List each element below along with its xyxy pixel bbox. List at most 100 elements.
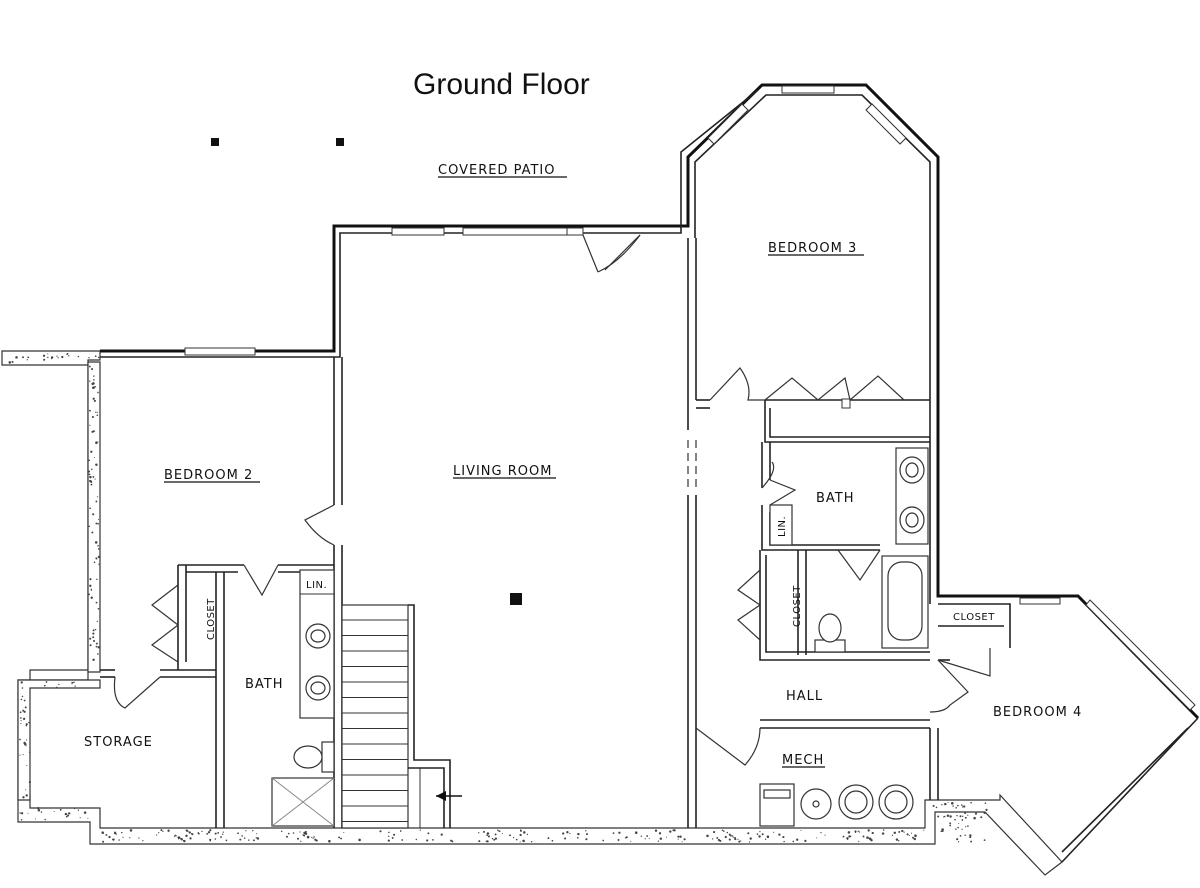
concrete-speck [22,356,24,359]
doors [113,234,991,766]
concrete-speck [901,829,904,833]
concrete-speck [961,828,963,831]
concrete-speck [723,830,725,832]
concrete-speck [657,840,660,842]
concrete-speck [941,804,943,806]
concrete-speck [895,838,899,841]
concrete-speck [721,829,724,832]
concrete-speck [87,817,89,819]
concrete-speck [679,835,682,838]
concrete-speck [940,830,943,833]
concrete-speck [483,830,485,833]
concrete-speck [21,687,24,689]
concrete-speck [89,637,92,640]
concrete-speck [956,838,959,841]
concrete-speck [94,628,97,631]
concrete-speck [88,470,91,473]
concrete-speck [486,840,489,843]
concrete-speck [98,563,100,565]
concrete-speck [949,815,952,818]
concrete-speck [95,500,98,503]
windows [184,85,1196,711]
concrete-speck [932,804,935,807]
concrete-speck [955,828,957,830]
concrete-speck [43,358,46,361]
concrete-speck [426,839,429,842]
concrete-speck [719,839,722,842]
concrete-speck [961,819,964,821]
patio-post [336,138,344,146]
concrete-speck [185,829,189,832]
concrete-speck [305,830,307,833]
concrete-speck [958,823,960,825]
concrete-speck [91,367,93,370]
concrete-speck [526,833,529,836]
concrete-speck [401,839,404,841]
concrete-speck [209,840,211,842]
concrete-speck [302,834,304,836]
concrete-speck [340,837,343,840]
concrete-speck [94,541,98,544]
concrete-speck [95,522,98,525]
concrete-speck [868,837,872,841]
concrete-speck [97,555,101,559]
concrete-speck [156,834,158,836]
concrete-speck [90,450,93,453]
concrete-speck [566,831,569,834]
concrete-speck [67,814,70,817]
concrete-speck [248,839,250,841]
concrete-speck [914,834,917,837]
concrete-speck [493,838,496,841]
concrete-speck [20,717,22,719]
concrete-speck [509,834,511,837]
concrete-speck [92,658,95,662]
concrete-speck [256,833,258,835]
concrete-speck [761,833,764,836]
concrete-speck [93,399,96,402]
concrete-speck [846,837,849,840]
concrete-speck [658,832,662,835]
concrete-speck [654,829,658,832]
concrete-speck [28,751,31,753]
concrete-speck [964,834,966,836]
concrete-speck [198,832,200,835]
label-storage: STORAGE [84,735,153,750]
concrete-speck [778,833,781,836]
concrete-speck [758,835,761,838]
concrete-speck [77,809,80,811]
concrete-speck [189,837,192,840]
concrete-speck [949,822,952,825]
concrete-speck [519,829,522,831]
concrete-speck [108,835,111,839]
concrete-speck [728,838,731,841]
concrete-speck [733,837,736,839]
concrete-speck [96,411,98,413]
concrete-speck [92,475,95,478]
concrete-speck [91,531,94,534]
concrete-speck [732,836,734,838]
concrete-speck [94,385,97,388]
concrete-speck [858,831,861,833]
patio-post [211,138,219,146]
concrete-speck [23,710,26,713]
concrete-speck [64,812,68,816]
concrete-speck [969,834,972,837]
concrete-speck [53,810,55,813]
concrete-speck [89,578,92,581]
concrete-speck [20,681,23,684]
concrete-speck [97,653,99,655]
concrete-speck [95,645,98,648]
concrete-speck [256,837,260,840]
concrete-speck [162,830,164,832]
concrete-speck [634,831,638,834]
concrete-speck [716,836,719,839]
concrete-speck [22,717,26,721]
concrete-speck [180,838,183,841]
concrete-speck [90,588,93,591]
concrete-speck [113,831,117,835]
concrete-speck [311,836,313,839]
concrete-speck [94,478,96,480]
concrete-speck [432,839,434,841]
concrete-speck [88,365,91,368]
concrete-speck [312,837,314,839]
